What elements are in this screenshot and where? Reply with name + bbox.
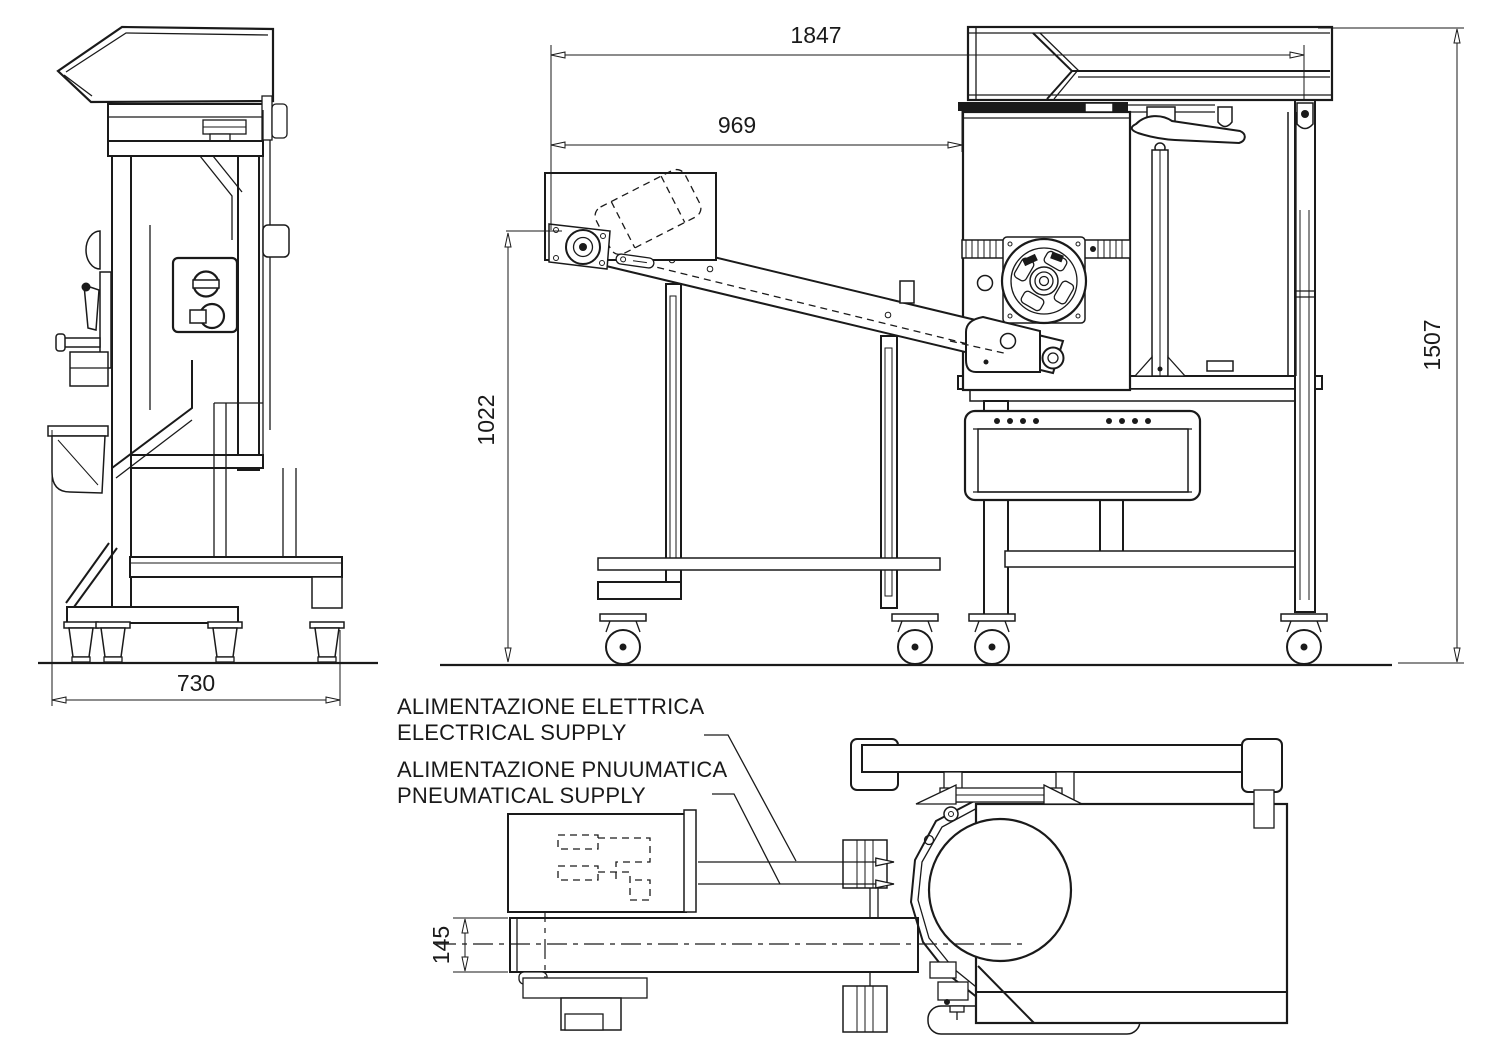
side-levers [55,230,112,387]
pneumatic-leader-line [712,793,781,885]
top-view [436,738,1289,1035]
belt-tail-housing [949,315,1065,373]
dimension-value: 1507 [1419,319,1445,370]
supply-junction [698,839,895,1033]
supply-annotations: ALIMENTAZIONE ELETTRICA ELECTRICAL SUPPL… [397,694,797,885]
dimension-value: 969 [718,112,756,138]
foot [207,621,243,663]
push-handle [850,738,1283,829]
foot [95,621,131,663]
dimension-base-depth: 730 [51,430,341,706]
electrical-supply-label-en: ELECTRICAL SUPPLY [397,720,627,745]
collection-tray [963,409,1202,502]
pneumatic-supply-label-en: PNEUMATICAL SUPPLY [397,783,646,808]
stand-frame-side [107,110,297,608]
base-frame-side [66,556,343,624]
dimension-infeed-length: 969 [550,108,963,152]
dimension-value: 1847 [790,22,841,48]
feeder-mount-rail [958,102,1314,130]
foot [309,621,345,663]
caster-wheel [1280,613,1328,665]
detail-plate [1206,360,1234,372]
pneumatic-supply-label-it: ALIMENTAZIONE PNUUMATICA [397,757,727,782]
discharge-chute [65,360,193,608]
clamp-lever [1130,106,1246,377]
caster-wheel [968,613,1016,665]
hopper-front [966,25,1334,102]
conveyor-feet-top [522,977,648,1031]
dimension-value: 1022 [473,394,499,445]
collection-tub [47,425,109,494]
electrical-supply-label-it: ALIMENTAZIONE ELETTRICA [397,694,704,719]
rotary-die-head [976,236,1088,325]
casters-front-view [599,613,1328,665]
conveyor-belt-top [509,917,919,985]
dimension-overall-height: 1507 [1318,27,1464,664]
dimension-value: 145 [428,926,454,964]
dimension-annotations: 1847 969 1022 1507 730 145 [51,22,1464,973]
front-view [440,25,1392,667]
dimension-overall-length: 1847 [550,22,1305,230]
dimension-value: 730 [177,670,215,696]
drive-motor-box [544,168,717,270]
motor-box-top [507,809,697,913]
hopper-side [56,25,275,104]
leveling-feet [63,621,345,663]
electrical-leader-line [704,734,797,862]
clamp-detail-top [929,961,969,1020]
dimension-belt-width: 145 [428,917,508,973]
conveyor-stand [597,283,941,609]
side-view [38,25,378,665]
foot [63,621,99,663]
control-panel [171,256,239,334]
dimension-conveyor-height: 1022 [473,230,562,663]
die-head-top [927,817,1073,963]
